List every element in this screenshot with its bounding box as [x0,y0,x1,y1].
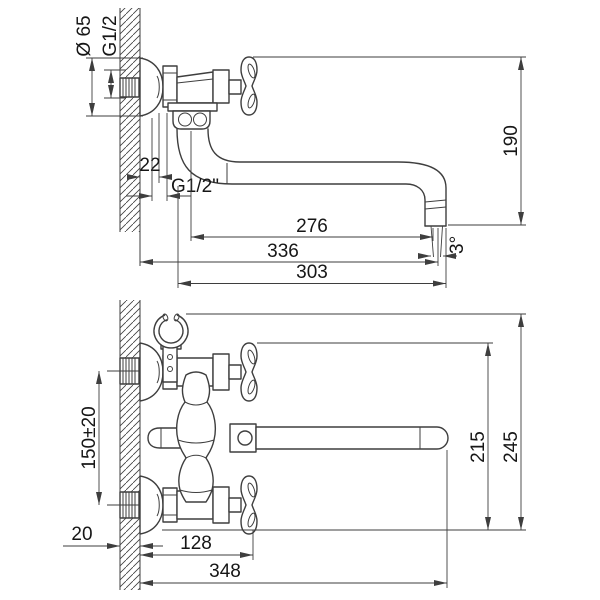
front-view-dimensions: 150±20 20 128 348 [63,313,526,588]
body-height-label: 215 [468,431,489,463]
aerator-band [424,199,447,210]
overall-width-label: 348 [209,561,241,582]
upper-cross-handle-icon [240,342,258,402]
hook-bracket [162,343,178,383]
handle-stem [228,79,242,95]
flange-diameter-label: Ø 65 [74,15,95,56]
wall-thread-label: G1/2 [100,15,121,56]
side-view: Ø 65 G1/2 22 G1/2" [74,8,526,288]
dim-spout-height: 190 [253,56,526,226]
wall-section [119,8,141,266]
outlet-thread-label: G1/2" [171,176,219,197]
overall-reach-label: 336 [267,241,299,262]
handle-offset-label: 128 [180,533,212,554]
dim-body-height: 215 [257,342,493,530]
dim-wall-thread: G1/2 [100,15,126,99]
spout-side [176,128,447,258]
tip-taper-lines [430,225,443,258]
upper-flange [139,342,164,402]
wall-hatch-front [120,300,140,590]
faucet-body-side [139,56,258,130]
dim-wall-thickness: 20 [63,524,163,549]
dim-overall-width: 348 [140,450,448,588]
front-view: 150±20 20 128 348 [63,300,526,590]
wall-offset-label: 22 [139,155,160,176]
spout-front [255,426,449,450]
upper-bonnet [212,353,230,391]
lower-bonnet [212,486,230,524]
overall-height-label: 245 [501,431,522,463]
tip-angle-label: 3° [447,236,468,254]
lower-flange [139,475,164,535]
dim-handle-offset: 128 [140,530,254,560]
spout-height-label: 190 [501,125,522,157]
dim-spout-reach: 276 [190,131,434,241]
spout-length-label: 303 [296,262,328,283]
connection-centers-label: 150±20 [79,406,100,469]
wall-hatch [120,8,140,232]
wall-thread-fitting [119,77,140,98]
wall-thickness-label: 20 [71,524,92,545]
dim-spout-length: 303 [177,186,447,288]
lower-cross-handle-icon [240,475,258,535]
dim-wall-offset: 22 [127,113,172,183]
dim-outlet-thread: G1/2" [126,113,219,201]
dim-overall-height: 245 [186,313,526,530]
central-body [147,371,449,503]
side-view-dimensions: Ø 65 G1/2 22 G1/2" [74,15,526,288]
dim-overall-reach: 336 [140,228,439,266]
dim-tip-angle: 3° [418,236,468,259]
wall-section-front [119,300,141,590]
spout-reach-label: 276 [296,216,328,237]
diverter-body [176,371,216,503]
valve-bonnet [212,69,230,104]
dim-flange-diameter: Ø 65 [74,15,143,117]
shower-hook [153,313,189,383]
dim-connection-centers: 150±20 [79,370,139,506]
cross-handle-icon [240,56,258,116]
wall-flange [139,57,164,117]
